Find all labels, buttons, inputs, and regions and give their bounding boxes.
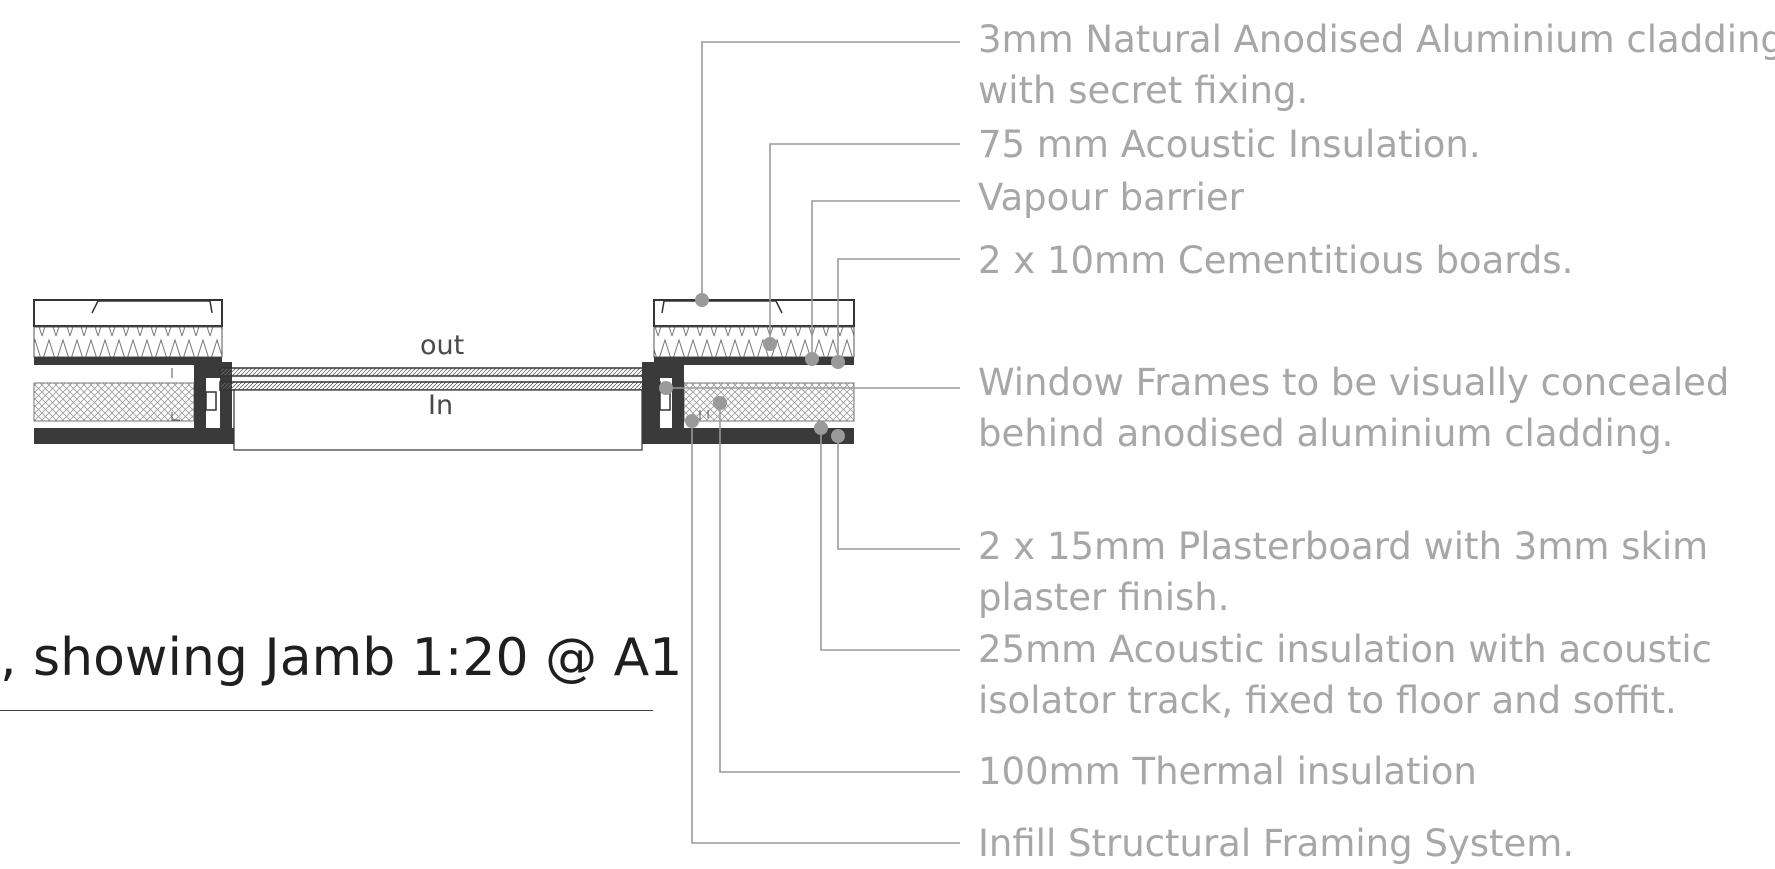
note-line: 100mm Thermal insulation [978, 750, 1477, 793]
leader-dot [831, 355, 845, 369]
leader-thermal-insulation [719, 403, 960, 773]
note-cladding: 3mm Natural Anodised Aluminium cladding … [978, 14, 1775, 116]
note-line: 2 x 10mm Cementitious boards. [978, 239, 1574, 282]
leader-dot [814, 421, 828, 435]
left-wall-section [33, 299, 234, 444]
drawing-title: , showing Jamb 1:20 @ A1 [0, 628, 683, 688]
leader-dots [659, 293, 845, 443]
note-line: 3mm Natural Anodised Aluminium cladding [978, 18, 1775, 61]
inside-label: In [428, 390, 454, 421]
leader-framing-system [691, 421, 960, 844]
note-cementitious-boards: 2 x 10mm Cementitious boards. [978, 235, 1573, 286]
note-thermal-insulation: 100mm Thermal insulation [978, 746, 1477, 797]
note-line: 2 x 15mm Plasterboard with 3mm skim [978, 525, 1709, 568]
note-framing-system: Infill Structural Framing System. [978, 818, 1574, 869]
leader-cementitious-boards [837, 258, 960, 362]
note-line: plaster finish. [978, 576, 1230, 619]
left-cladding [33, 299, 223, 327]
left-acoustic-insulation [33, 326, 223, 358]
right-cladding [653, 299, 855, 327]
note-plasterboard: 2 x 15mm Plasterboard with 3mm skim plas… [978, 521, 1708, 623]
outer-glazing-pane [219, 367, 661, 377]
leader-dot [659, 381, 673, 395]
note-line: 25mm Acoustic insulation with acoustic [978, 628, 1713, 671]
leader-dot [805, 352, 819, 366]
leader-acoustic-insulation-75 [769, 143, 960, 343]
left-cementitious-board [34, 357, 222, 365]
right-acoustic-insulation [653, 326, 855, 358]
leader-dot [763, 337, 777, 351]
note-vapour-barrier: Vapour barrier [978, 172, 1244, 223]
note-line: Infill Structural Framing System. [978, 822, 1575, 865]
leader-lines [666, 41, 960, 844]
inner-glazing-pane [219, 381, 661, 391]
note-line: Vapour barrier [978, 176, 1244, 219]
right-wall-section [642, 299, 855, 444]
note-line: 75 mm Acoustic Insulation. [978, 123, 1481, 166]
note-acoustic-insulation-25: 25mm Acoustic insulation with acoustic i… [978, 624, 1712, 726]
leader-acoustic-insulation-25 [820, 428, 960, 651]
left-plasterboard [34, 428, 234, 444]
leader-dot [831, 429, 845, 443]
note-line: isolator track, fixed to floor and soffi… [978, 679, 1677, 722]
leader-cladding [701, 41, 960, 299]
leader-dot [685, 414, 699, 428]
title-underline [0, 710, 653, 711]
note-line: behind anodised aluminium cladding. [978, 412, 1674, 455]
note-line: Window Frames to be visually concealed [978, 361, 1730, 404]
leader-dot [695, 293, 709, 307]
left-thermal-insulation [33, 382, 195, 422]
right-thermal-insulation [683, 382, 855, 422]
right-cementitious-board [654, 357, 854, 365]
outside-label: out [420, 330, 465, 361]
leader-vapour-barrier [811, 200, 960, 358]
leader-dot [713, 396, 727, 410]
leader-plasterboard [837, 436, 960, 550]
note-line: with secret fixing. [978, 69, 1309, 112]
right-plasterboard [642, 428, 854, 444]
note-window-frames: Window Frames to be visually concealed b… [978, 357, 1729, 459]
note-acoustic-insulation-75: 75 mm Acoustic Insulation. [978, 119, 1481, 170]
